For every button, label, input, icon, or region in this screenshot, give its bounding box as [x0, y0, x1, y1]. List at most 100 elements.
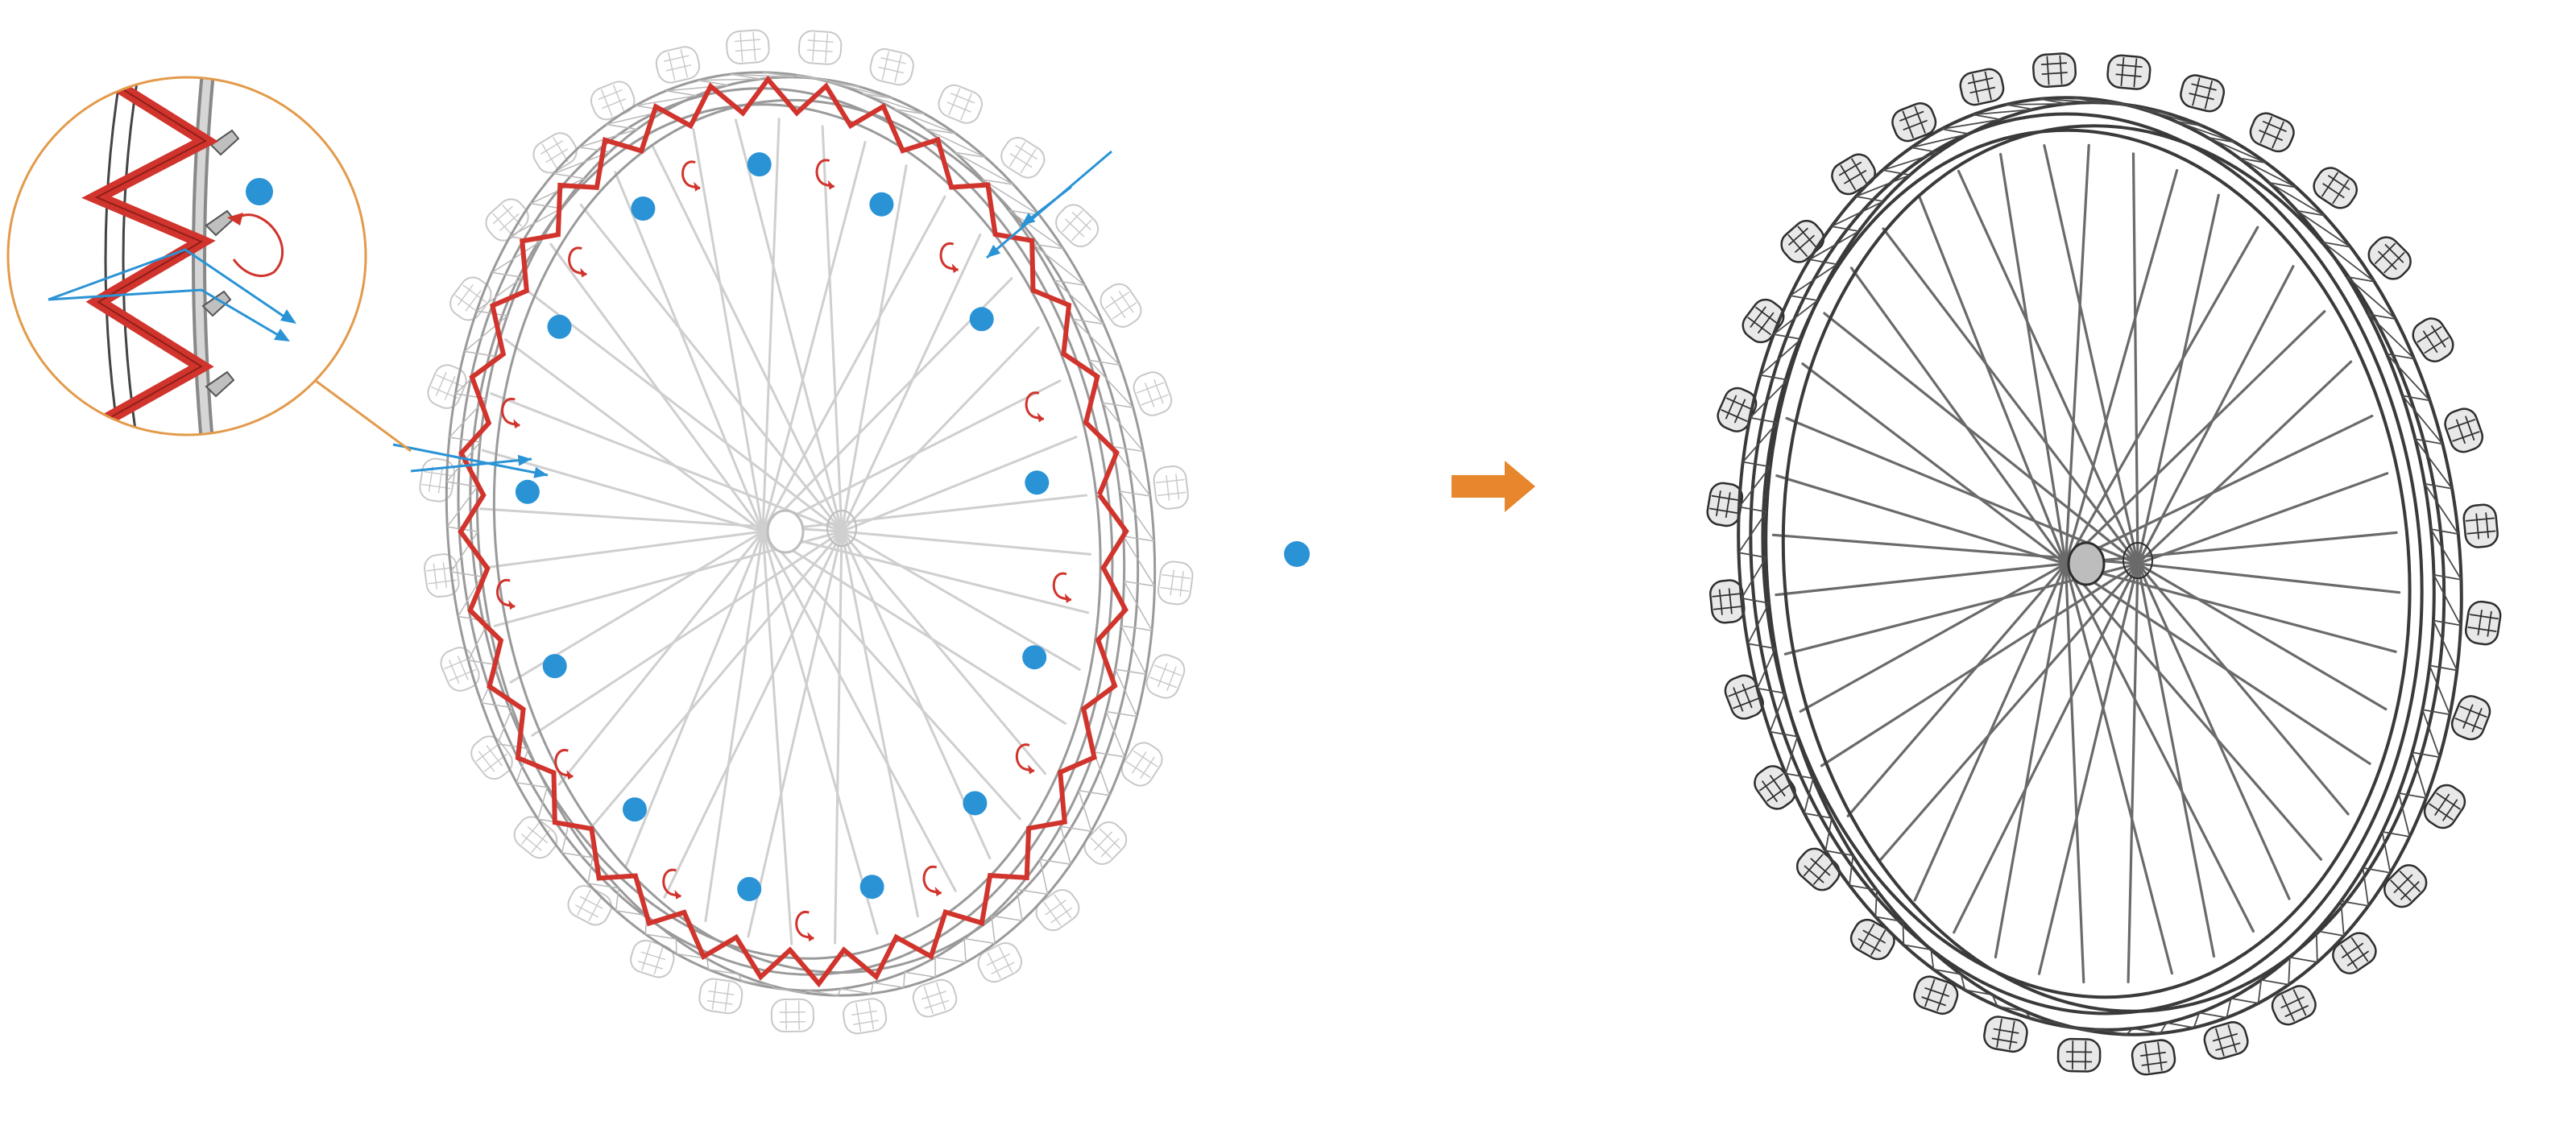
- truss-strut: [561, 852, 593, 858]
- gondola-window: [1712, 588, 1743, 615]
- gondola-cabin: [1083, 821, 1128, 865]
- spoke: [524, 287, 843, 533]
- spoke: [2136, 265, 2295, 565]
- gondola: [2465, 600, 2502, 646]
- truss-brace: [2398, 792, 2411, 838]
- truss-brace: [635, 95, 698, 106]
- rim-ring: [1764, 101, 2463, 1036]
- truss-brace: [1741, 556, 1767, 599]
- gondola-window: [706, 980, 735, 1011]
- truss-strut: [2424, 482, 2453, 490]
- truss-strut: [1882, 169, 1911, 176]
- truss-brace: [2174, 120, 2235, 143]
- gondola-window: [1758, 773, 1791, 803]
- truss-strut: [1060, 825, 1092, 832]
- hook-curve: [496, 578, 516, 608]
- truss-brace: [2367, 313, 2415, 360]
- spoke: [2064, 562, 2323, 861]
- gondola: [590, 81, 636, 121]
- spoke: [2136, 193, 2220, 565]
- truss-strut: [606, 123, 638, 130]
- truss-brace: [698, 78, 761, 81]
- spoke: [1820, 562, 2139, 767]
- gondola: [1741, 298, 1785, 344]
- truss-brace: [458, 576, 482, 617]
- gondola-cabin: [1055, 204, 1100, 247]
- blue-arrowhead: [987, 244, 1001, 258]
- truss-brace: [537, 787, 549, 820]
- gondola: [567, 885, 612, 926]
- truss-strut: [2073, 97, 2102, 104]
- truss-strut: [1849, 884, 1878, 891]
- gondola-window: [1008, 141, 1037, 174]
- gondola: [2271, 985, 2317, 1026]
- gondola: [843, 998, 888, 1035]
- blue-insert-arrows: [392, 150, 1112, 478]
- gondola-cabin: [419, 457, 456, 503]
- truss-brace: [804, 990, 808, 994]
- truss-strut: [740, 980, 772, 987]
- gondola-window: [1125, 750, 1158, 780]
- gondola-cabin: [2465, 600, 2502, 646]
- truss-strut: [862, 93, 893, 99]
- gondola-window: [2465, 512, 2496, 540]
- gondola-cabin: [1849, 918, 1895, 961]
- spoke: [761, 530, 1021, 821]
- red-hook-arrow-icon: [1015, 743, 1035, 775]
- spoke: [761, 530, 1090, 614]
- gondola: [485, 198, 529, 242]
- hook-arrowhead: [1028, 764, 1034, 775]
- spoke: [840, 436, 1078, 533]
- truss-strut: [2199, 1011, 2227, 1019]
- gondola: [1983, 1016, 2028, 1053]
- truss-brace: [2006, 103, 2068, 105]
- blue-insert-arrow-icon: [1021, 185, 1072, 227]
- truss-strut: [1965, 989, 1993, 996]
- truss-strut: [2382, 831, 2410, 838]
- truss-strut: [530, 203, 561, 209]
- blue-dot-marker-icon: [547, 314, 572, 339]
- gondola-cabin: [2383, 864, 2428, 908]
- truss-brace: [509, 208, 562, 238]
- gondola: [698, 978, 743, 1015]
- gondola-cabin: [1741, 298, 1785, 344]
- spoke: [481, 449, 764, 533]
- gondola: [1120, 742, 1163, 787]
- callout-mounting-tab: [205, 370, 235, 398]
- truss-strut: [2141, 108, 2169, 115]
- after-wheel-spokes: [1771, 143, 2401, 984]
- gondola: [770, 998, 814, 1033]
- gondola: [2450, 695, 2491, 741]
- truss-strut: [1115, 668, 1146, 675]
- gondola-cabin: [2106, 54, 2151, 90]
- truss-strut: [2422, 709, 2450, 716]
- gondola-cabin: [1959, 68, 2005, 106]
- rim-ring: [1781, 124, 2446, 1013]
- hook-curve: [662, 868, 681, 898]
- truss-strut: [2346, 275, 2375, 283]
- truss-strut: [1106, 710, 1137, 718]
- truss-strut: [2429, 664, 2458, 672]
- blue-insert-arrow-icon: [48, 248, 291, 322]
- truss-strut: [2398, 792, 2427, 799]
- truss-brace: [982, 179, 1040, 216]
- after-wheel: [1706, 52, 2502, 1076]
- gondola-window: [2115, 56, 2143, 88]
- spoke: [840, 530, 1091, 556]
- truss-strut: [615, 909, 647, 916]
- gondola-window: [2139, 1041, 2168, 1073]
- truss-brace: [2362, 867, 2370, 907]
- red-hook-arrow-icon: [922, 865, 942, 896]
- truss-strut: [829, 81, 861, 88]
- truss-brace: [1119, 490, 1155, 542]
- truss-strut: [955, 151, 986, 159]
- gondola: [1133, 371, 1173, 416]
- hook-curve: [1052, 572, 1072, 602]
- truss-strut: [553, 172, 585, 180]
- gondola-cabin: [1100, 283, 1142, 328]
- before-wheel-gondolas: [419, 29, 1194, 1035]
- truss-strut: [1741, 598, 1770, 604]
- gondola-window: [2340, 937, 2370, 970]
- truss-brace: [1078, 790, 1092, 832]
- truss-brace: [497, 707, 513, 744]
